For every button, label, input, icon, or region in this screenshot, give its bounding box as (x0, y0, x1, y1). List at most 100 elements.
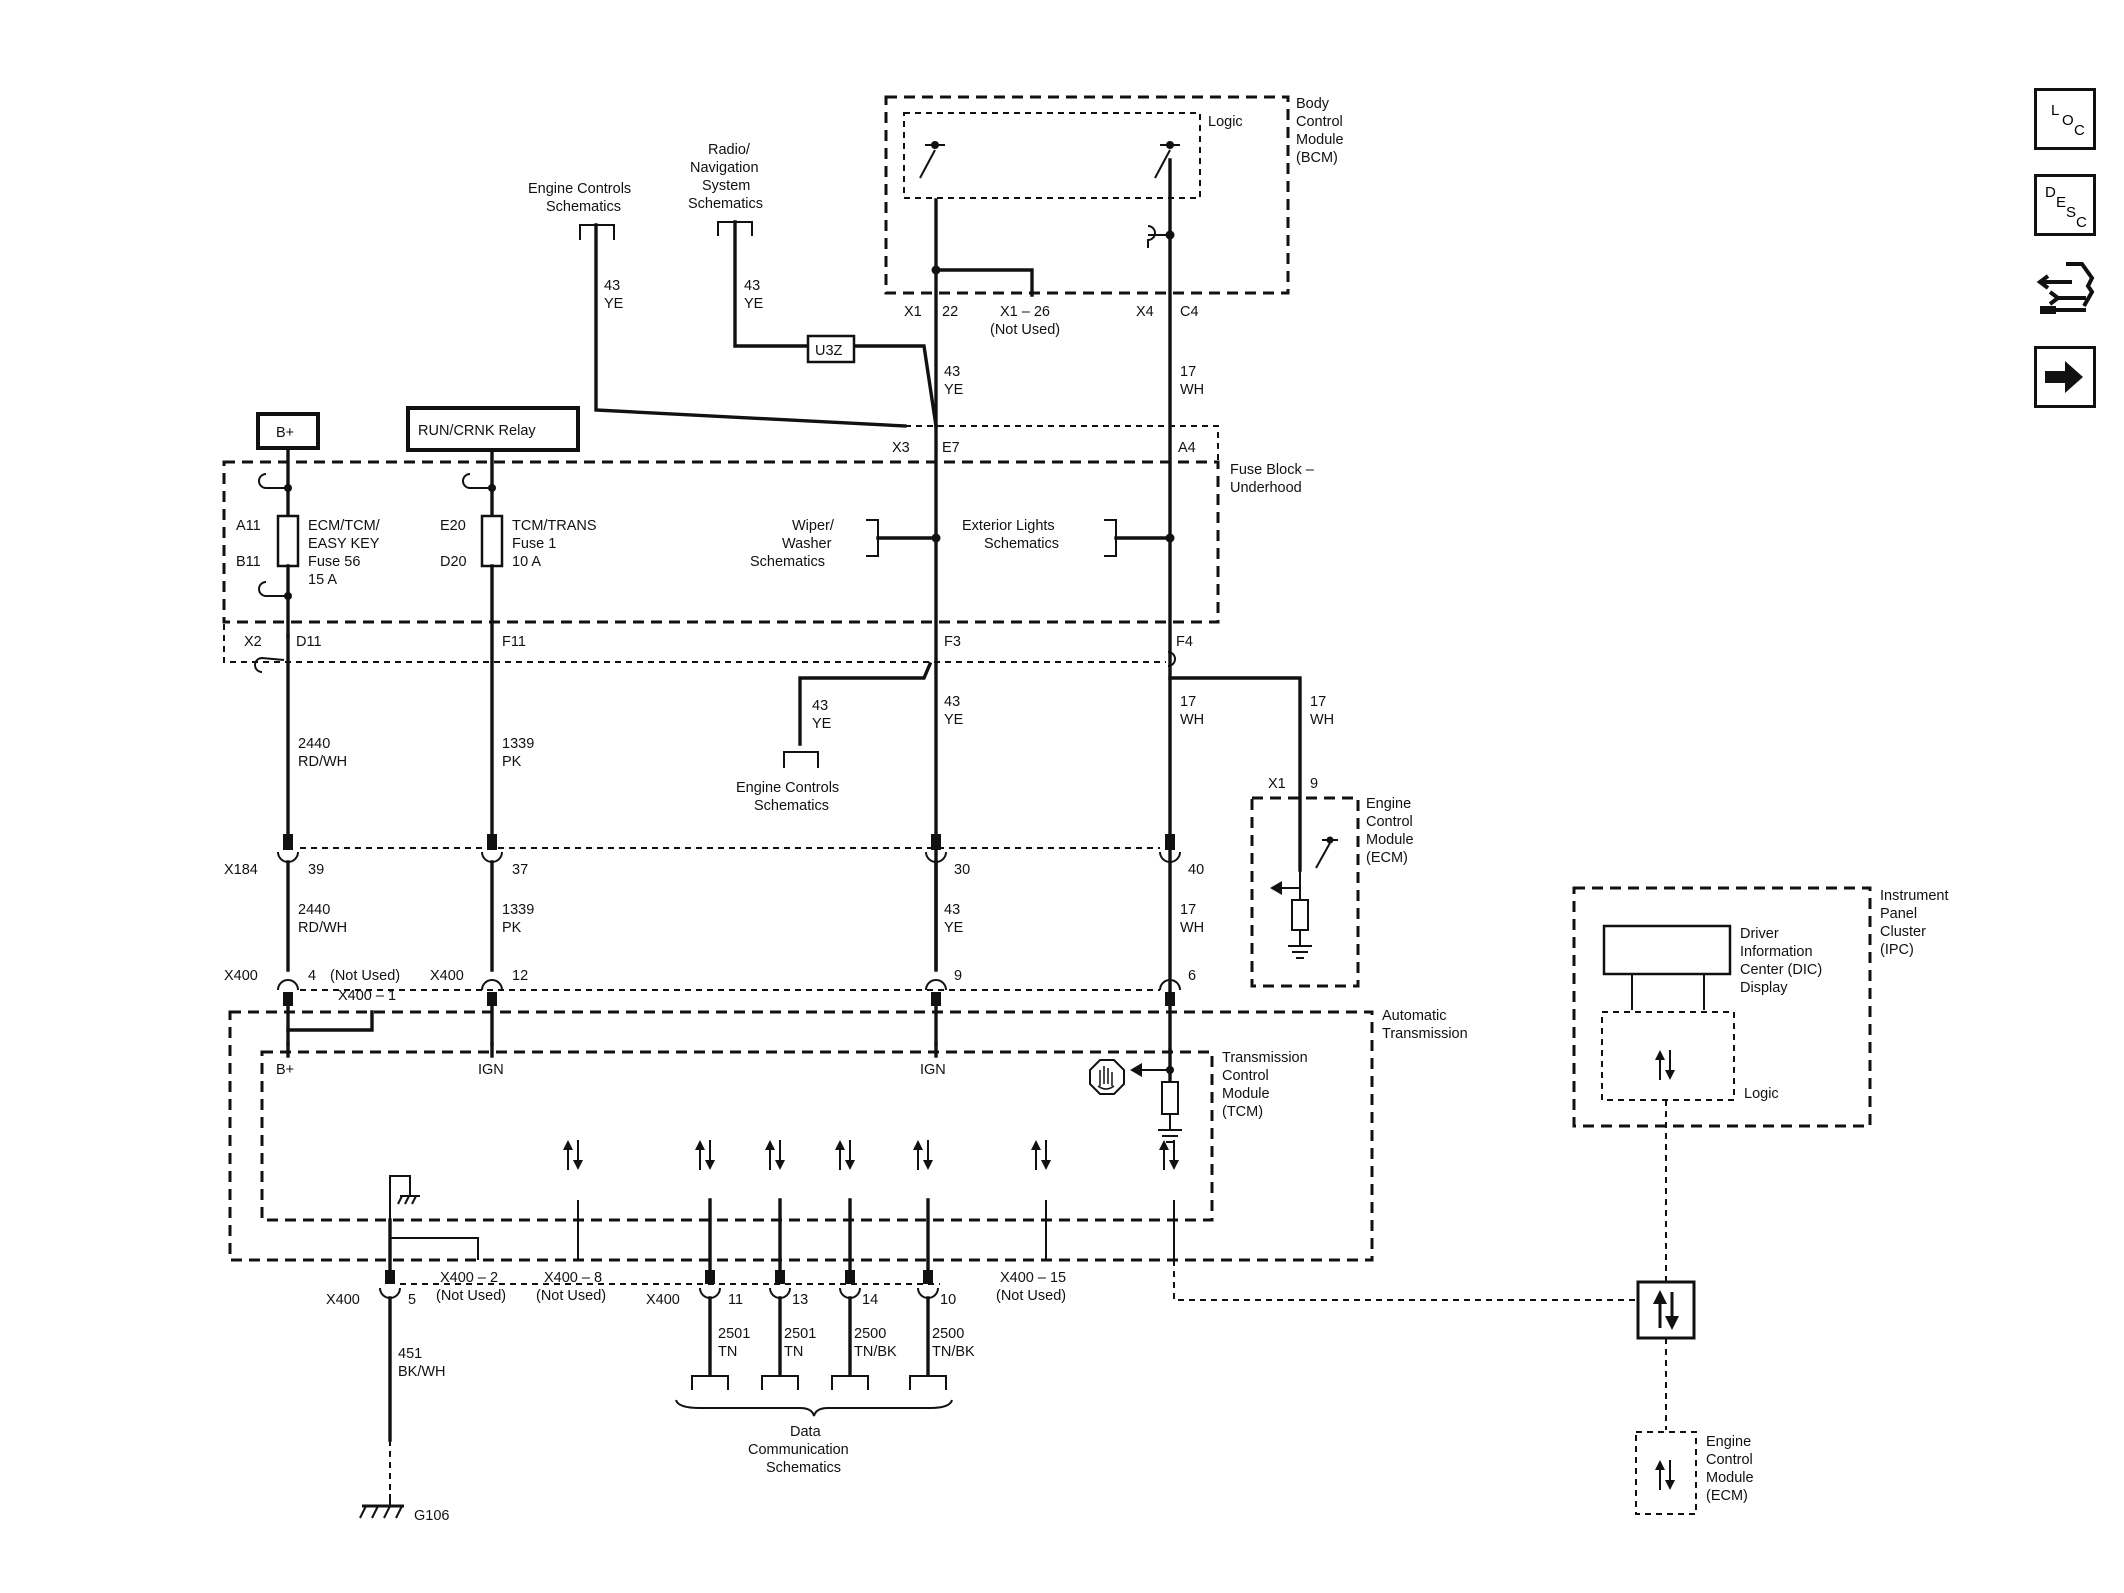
wiper-ref-l2: Washer (782, 536, 832, 552)
fuse56-label-l4: 15 A (308, 572, 337, 588)
wire-2501-color-2: TN (784, 1344, 803, 1360)
tcm-label-l1: Transmission (1222, 1050, 1308, 1066)
description-button[interactable]: D E S C (2034, 174, 2096, 236)
u3z-option-box (806, 334, 856, 364)
connector-end-view-icon (2036, 262, 2095, 314)
x184-label: X184 (224, 862, 258, 878)
description-icon: D E S C (2045, 184, 2087, 231)
ipc-data-arrow (1655, 1050, 1675, 1080)
dcs-ref-brackets (675, 1375, 953, 1417)
wire-2501-gauge-1: 2501 (718, 1326, 750, 1342)
bcm-pin-c4: C4 (1180, 304, 1199, 320)
bcm-switch-1 (919, 141, 945, 179)
serial-data-splice-box (1636, 1280, 1696, 1340)
wire-radio-gauge: 43 (744, 278, 760, 294)
radio-ref-l1: Radio/ (708, 142, 751, 158)
fuse-block-pin-a4: A4 (1178, 440, 1196, 456)
serial-data-link-to-ipc (1173, 1260, 1640, 1301)
automatic-transmission-outline (228, 1010, 1374, 1262)
fuse56-label-l2: EASY KEY (308, 536, 380, 552)
x400-pin-5: 5 (408, 1292, 416, 1308)
wire-ecs-bottom-gauge: 43 (812, 698, 828, 714)
arrow-right-icon (2045, 361, 2083, 393)
ecm-lower-label-l3: Module (1706, 1470, 1754, 1486)
x400-2-jumper (390, 1237, 479, 1260)
tcm-data-arrows (563, 1140, 1179, 1170)
tcm-internal-ground (389, 1175, 420, 1220)
wire-2500-color-2: TN/BK (932, 1344, 975, 1360)
wire-2500-color-1: TN/BK (854, 1344, 897, 1360)
dic-label-l3: Center (DIC) (1740, 962, 1822, 978)
fuse1-label-l1: TCM/TRANS (512, 518, 597, 534)
x184-connector (277, 834, 1181, 863)
x400-pin-12: 12 (512, 968, 528, 984)
ecs-ref-top-l1: Engine Controls (528, 181, 631, 197)
x400-pin-10: 10 (940, 1292, 956, 1308)
ipc-label-l1: Instrument (1880, 888, 1949, 904)
wiper-ref-l1: Wiper/ (792, 518, 835, 534)
wire-bcm-wh-color: WH (1180, 382, 1204, 398)
ground-g106-symbol (359, 1494, 404, 1519)
x400-label-c: X400 (326, 1292, 360, 1308)
ecs-ref-bottom-l1: Engine Controls (736, 780, 839, 796)
wire-f3-ye-gauge: 43 (944, 694, 960, 710)
x400-label-d: X400 (646, 1292, 680, 1308)
wire-17-wh-ecm-branch (1168, 676, 1302, 872)
ipc-logic-label: Logic (1744, 1086, 1779, 1102)
wire-x184-wh-gauge: 17 (1180, 902, 1196, 918)
b-plus-box (256, 412, 320, 450)
wire-2500-gauge-2: 2500 (932, 1326, 964, 1342)
tcm-label-l3: Module (1222, 1086, 1270, 1102)
ecs-ref-bottom-bracket (783, 751, 819, 768)
dic-label-l1: Driver (1740, 926, 1779, 942)
tcm-ign-pin-2: IGN (920, 1062, 946, 1078)
bcm-label-l3: Module (1296, 132, 1344, 148)
run-crank-relay-label: RUN/CRNK Relay (418, 423, 536, 439)
esd-sensitive-icon (1089, 1059, 1125, 1095)
ext-lights-ref-l1: Exterior Lights (962, 518, 1055, 534)
dcs-ref-l3: Schematics (766, 1460, 841, 1476)
fuse-block-x3-extension (905, 425, 1219, 462)
b-plus-label: B+ (276, 425, 294, 441)
wire-43-ye-ecs-top (594, 223, 907, 428)
connector-end-view-button[interactable] (2036, 256, 2098, 322)
fuse-block-pin-f4: F4 (1176, 634, 1193, 650)
x400-pin-6: 6 (1188, 968, 1196, 984)
ecm-lower-data-arrow (1655, 1460, 1675, 1490)
fuse1-label-l3: 10 A (512, 554, 541, 570)
wire-bcm-ye-gauge: 43 (944, 364, 960, 380)
desc-letter-c: C (2076, 214, 2087, 231)
wire-f4-wh-color: WH (1180, 712, 1204, 728)
ecs-ref-top-l2: Schematics (546, 199, 621, 215)
wire-x184-ye-color: YE (944, 920, 964, 936)
wire-bcm-ye-color: YE (944, 382, 964, 398)
x400-2-not-used: (Not Used) (436, 1288, 506, 1304)
bcm-x1-26-jumper (934, 268, 1034, 297)
ecm-label-l3: Module (1366, 832, 1414, 848)
bcm-x1-26-label: X1 – 26 (1000, 304, 1050, 320)
tcm-label-l4: (TCM) (1222, 1104, 1263, 1120)
fuse-block-outline (222, 460, 1220, 624)
wire-451-gauge: 451 (398, 1346, 422, 1362)
fuse-block-label-l2: Underhood (1230, 480, 1302, 496)
radio-ref-l4: Schematics (688, 196, 763, 212)
fuse56-label-l3: Fuse 56 (308, 554, 360, 570)
wiper-ref-l3: Schematics (750, 554, 825, 570)
wire-bcm-wh-gauge: 17 (1180, 364, 1196, 380)
fuse-block-x2-connector (254, 656, 285, 673)
ipc-label-l2: Panel (1880, 906, 1917, 922)
fuse56-bottom-connector (258, 581, 288, 597)
x400-1-jumper (286, 1010, 374, 1032)
location-button[interactable]: L O C (2034, 88, 2096, 150)
desc-letter-e: E (2056, 194, 2066, 211)
fuse56-label-l1: ECM/TCM/ (308, 518, 381, 534)
ground-g106-label: G106 (414, 1508, 449, 1524)
ecm-label-l2: Control (1366, 814, 1413, 830)
ecm-pin-9: 9 (1310, 776, 1318, 792)
tcm-label-l2: Control (1222, 1068, 1269, 1084)
x400-8-not-used: (Not Used) (536, 1288, 606, 1304)
ecm-outline (1250, 796, 1360, 988)
fuse56-pin-b11: B11 (236, 554, 261, 570)
next-page-button[interactable] (2034, 346, 2096, 408)
bcm-outline (884, 95, 1290, 295)
